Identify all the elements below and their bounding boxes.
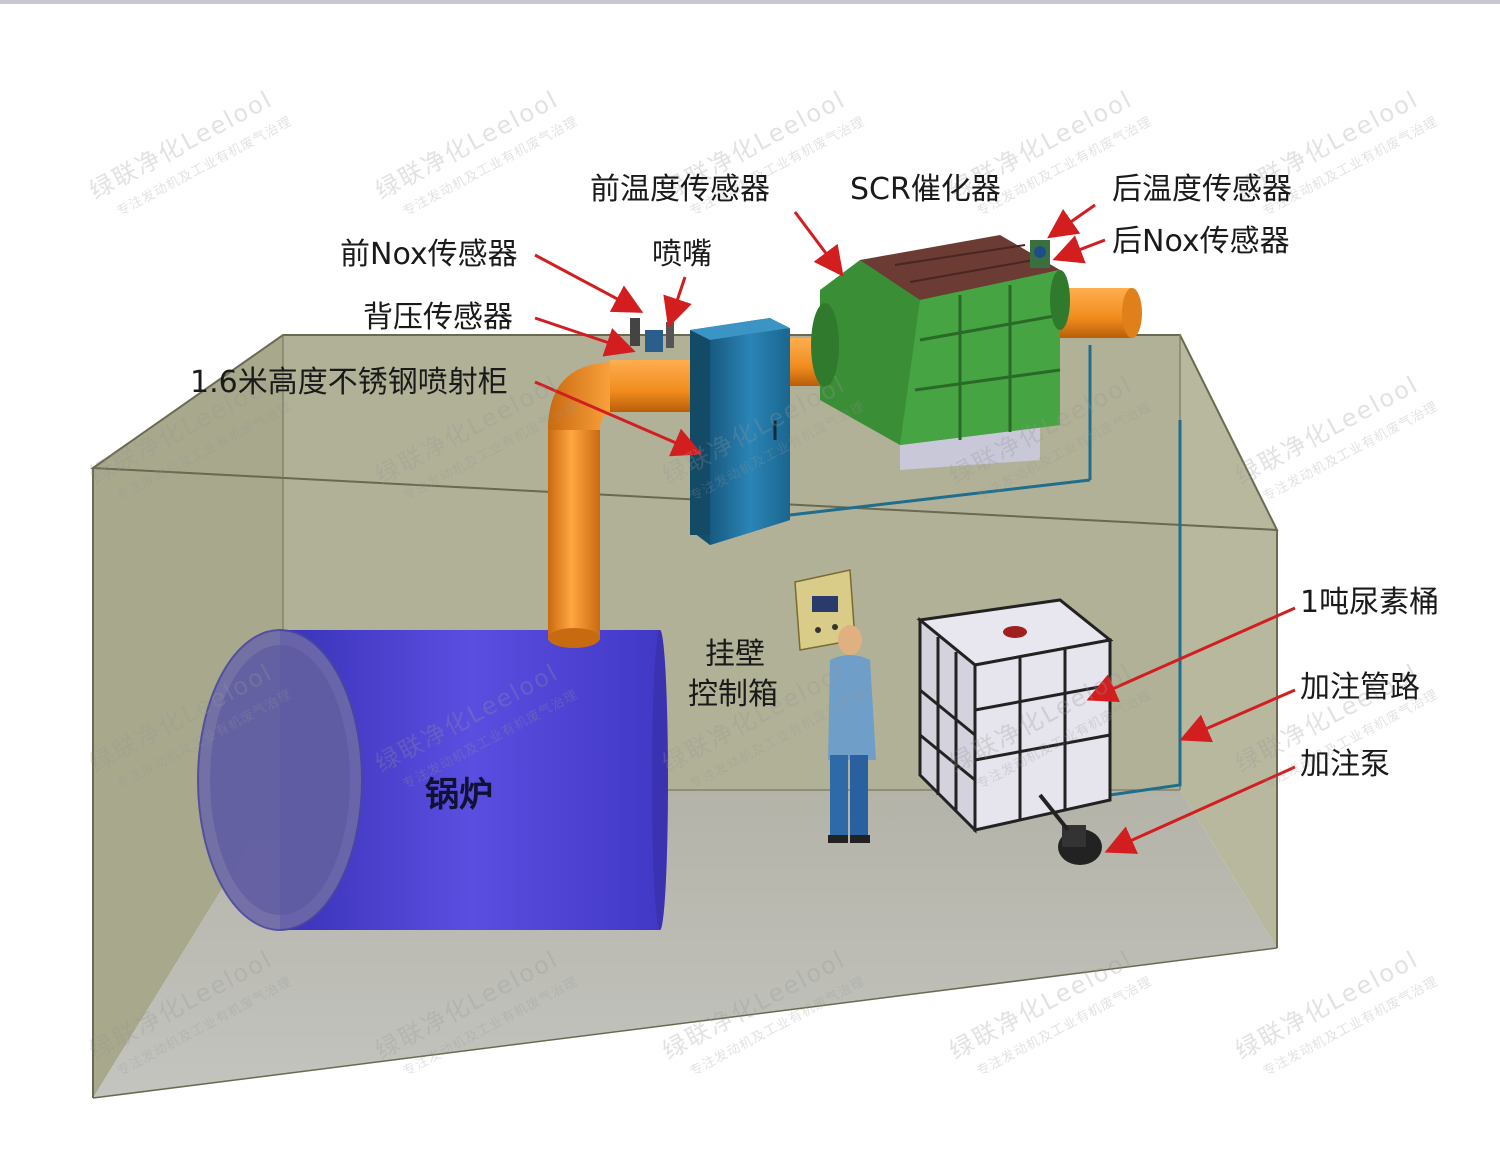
urea-tank <box>916 598 1114 834</box>
fill-pump <box>1038 793 1102 865</box>
arrow-front-nox <box>534 253 644 313</box>
label-scr-catalyst: SCR催化器 <box>850 172 1001 207</box>
arrow-front-temp <box>793 211 844 277</box>
label-spray-cabinet: 1.6米高度不锈钢喷射柜 <box>190 365 508 400</box>
label-front-temp-sensor: 前温度传感器 <box>590 172 770 207</box>
arrow-nozzle <box>663 276 692 328</box>
annotation-arrows <box>534 203 1296 854</box>
label-wall-control-box-line2: 控制箱 <box>688 677 778 712</box>
arrow-urea-tank <box>1086 606 1296 702</box>
label-front-nox-sensor: 前Nox传感器 <box>340 237 518 272</box>
label-fill-pump: 加注泵 <box>1300 747 1390 782</box>
label-urea-tank: 1吨尿素桶 <box>1300 585 1440 620</box>
scr-catalyst <box>811 235 1070 470</box>
label-wall-control-box-line1: 挂壁 <box>705 637 765 672</box>
label-boiler: 锅炉 <box>425 775 493 815</box>
exhaust-pipe <box>548 288 1142 648</box>
arrow-rear-nox <box>1052 235 1106 264</box>
label-rear-nox-sensor: 后Nox传感器 <box>1112 224 1290 259</box>
label-rear-temp-sensor: 后温度传感器 <box>1112 172 1292 207</box>
arrow-spray-cabinet <box>534 380 703 457</box>
arrow-rear-temp <box>1047 203 1096 239</box>
boiler <box>197 629 668 931</box>
spray-cabinet <box>690 318 790 545</box>
arrow-fill-pipeline <box>1179 688 1296 743</box>
label-back-pressure-sensor: 背压传感器 <box>363 300 513 335</box>
room-right-wall <box>1180 335 1277 948</box>
top-border <box>0 0 1500 4</box>
operator-figure <box>828 625 876 843</box>
arrow-fill-pump <box>1104 765 1296 854</box>
fill-pipeline <box>789 345 1182 797</box>
room-left-wall <box>93 335 283 1098</box>
label-fill-pipeline: 加注管路 <box>1300 670 1420 705</box>
label-nozzle: 喷嘴 <box>652 237 712 272</box>
arrow-back-pressure <box>534 316 636 357</box>
